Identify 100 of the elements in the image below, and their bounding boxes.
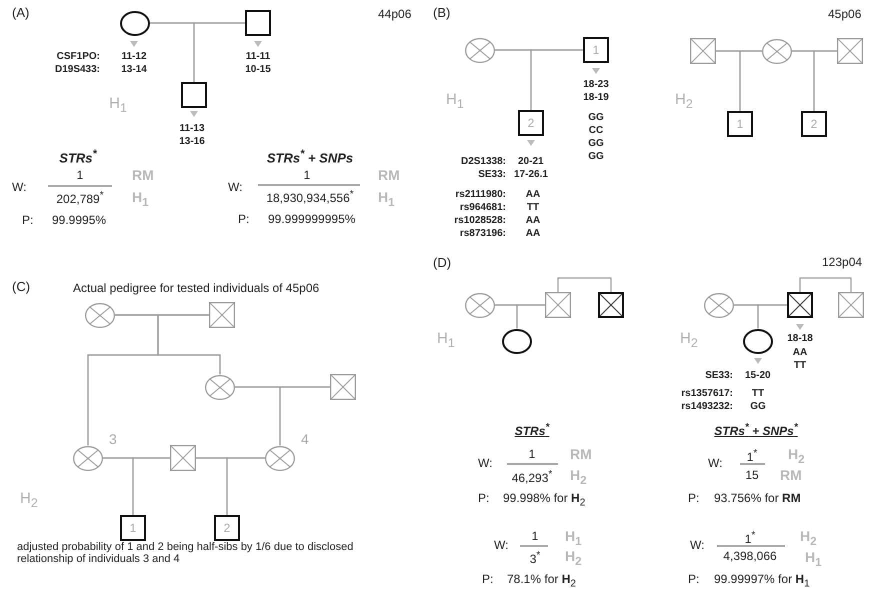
crossed-male-square xyxy=(598,292,624,318)
crossed-male-square xyxy=(837,38,863,64)
panel-label: (C) xyxy=(12,280,30,294)
genotype-text: 10-15 xyxy=(245,64,271,75)
formula-text: W: xyxy=(690,539,704,552)
crossed-female-circle xyxy=(704,292,734,318)
crossed-male-square xyxy=(690,38,716,64)
formula-text: W: xyxy=(228,181,242,194)
pedigree-line xyxy=(813,50,837,111)
genotype-text: 17-26.1 xyxy=(514,169,548,180)
genotype-text: GG xyxy=(750,401,766,412)
pedigree-line xyxy=(279,386,330,446)
genotype-text: rs964681: xyxy=(460,202,506,213)
genotype-text: AA xyxy=(526,228,540,239)
crossed-female-circle xyxy=(205,374,235,400)
pedigree-line xyxy=(132,457,170,515)
genotype-text: D19S433: xyxy=(54,64,100,75)
individual-number: 3 xyxy=(109,432,117,446)
pedigree-line xyxy=(516,304,545,328)
hypothesis-label: RM xyxy=(780,468,802,484)
genotype-text: CC xyxy=(588,125,604,136)
genotype-text: TT xyxy=(526,202,540,213)
genotype-text: CSF1PO: xyxy=(56,51,100,62)
panel-label: (D) xyxy=(433,256,452,270)
formula-text: 4,398,066 xyxy=(723,550,777,564)
crossed-female-circle xyxy=(265,446,295,470)
hypothesis-label: H$_{1}$ xyxy=(446,92,464,112)
hypothesis-label: H$_{2}$ xyxy=(20,491,38,511)
formula-text: 1 xyxy=(304,169,310,182)
genotype-text: 18-18 xyxy=(787,333,813,344)
pedigree-line xyxy=(557,277,612,292)
genotype-text: GG xyxy=(588,138,604,149)
genotype-text: 11-12 xyxy=(121,51,147,62)
formula-text: 78.1% for H$_{2}$ xyxy=(507,573,576,590)
genotype-text: 11-11 xyxy=(246,51,270,62)
crossed-female-circle xyxy=(465,38,495,62)
male-square xyxy=(583,37,609,63)
genotype-text: 11-13 xyxy=(179,123,205,134)
genotype-text: rs1493232: xyxy=(681,401,733,412)
case-id: 44p06 xyxy=(378,8,412,22)
genotype-text: D2S1338: xyxy=(460,156,506,167)
crossed-male-square xyxy=(170,445,196,471)
genotype-text: rs1357617: xyxy=(681,388,733,399)
genotype-text: GG xyxy=(588,151,604,162)
pedigree-line xyxy=(530,49,583,110)
pedigree-line xyxy=(157,314,221,374)
male-square xyxy=(727,111,753,137)
individual-number: 2 xyxy=(528,117,534,129)
hypothesis-label: H$_{1}$ xyxy=(132,190,149,210)
hypothesis-label: H$_{1}$ xyxy=(109,96,127,116)
formula-text: P: xyxy=(478,492,490,506)
female-circle xyxy=(502,328,532,354)
individual-number: 2 xyxy=(224,522,230,534)
formula-text: P: xyxy=(688,573,700,586)
hypothesis-label: RM xyxy=(132,168,154,184)
formula-text: 93.756% for RM xyxy=(714,492,801,506)
pedigree-line xyxy=(193,22,245,82)
genotype-text: rs1028528: xyxy=(454,215,506,226)
female-circle xyxy=(743,328,773,354)
genotype-text: SE33: xyxy=(705,370,733,381)
hypothesis-label: RM xyxy=(570,447,592,462)
crossed-female-circle xyxy=(85,302,115,328)
individual-number: 1 xyxy=(592,44,600,56)
column-heading: STRs$^{*}$ + SNPs xyxy=(266,149,354,166)
formula-text: 1$^{*}$ xyxy=(744,530,756,546)
genotype-text: AA xyxy=(526,189,540,200)
genotype-text: 20-21 xyxy=(518,156,544,167)
male-square xyxy=(801,111,827,137)
hypothesis-label: H$_{2}$ xyxy=(788,447,805,467)
column-heading: STRs$^{*}$ xyxy=(59,149,97,166)
formula-text: P: xyxy=(22,214,34,228)
individual-number: 2 xyxy=(810,118,818,130)
crossed-female-circle xyxy=(73,446,103,470)
hypothesis-label: H$_{2}$ xyxy=(570,468,587,488)
genotype-text: rs2111980: xyxy=(455,189,506,200)
formula-text: 1 xyxy=(532,530,538,544)
female-circle xyxy=(120,10,150,36)
crossed-male-square xyxy=(545,292,571,318)
pedigree-line xyxy=(226,457,265,515)
formula-text: P: xyxy=(238,213,250,226)
formula-text: 99.99997% for H$_{1}$ xyxy=(714,573,810,590)
genotype-text: 18-23 xyxy=(583,79,609,90)
formula-text: 3$^{*}$ xyxy=(530,550,540,566)
formula-text: W: xyxy=(12,181,26,194)
hypothesis-label: H$_{2}$ xyxy=(675,92,693,112)
individual-number: 1 xyxy=(130,522,136,534)
panel-label: (A) xyxy=(12,6,30,20)
column-heading: STRs$^{*}$ xyxy=(514,422,550,438)
formula-text: 18,930,934,556$^{*}$ xyxy=(266,189,354,206)
male-square xyxy=(181,82,207,108)
case-id: 45p06 xyxy=(828,8,862,22)
formula-text: W: xyxy=(494,539,508,552)
formula-text: 1 xyxy=(528,448,536,462)
genotype-text: AA xyxy=(792,347,808,358)
crossed-male-square xyxy=(330,374,356,400)
subtitle: Actual pedigree for tested individuals of 45p06 xyxy=(73,282,320,296)
formula-text: 99.998% for H$_{2}$ xyxy=(503,492,586,508)
genotype-text: AA xyxy=(526,215,540,226)
formula-text: P: xyxy=(688,492,700,506)
genotype-text: 15-20 xyxy=(745,370,771,381)
